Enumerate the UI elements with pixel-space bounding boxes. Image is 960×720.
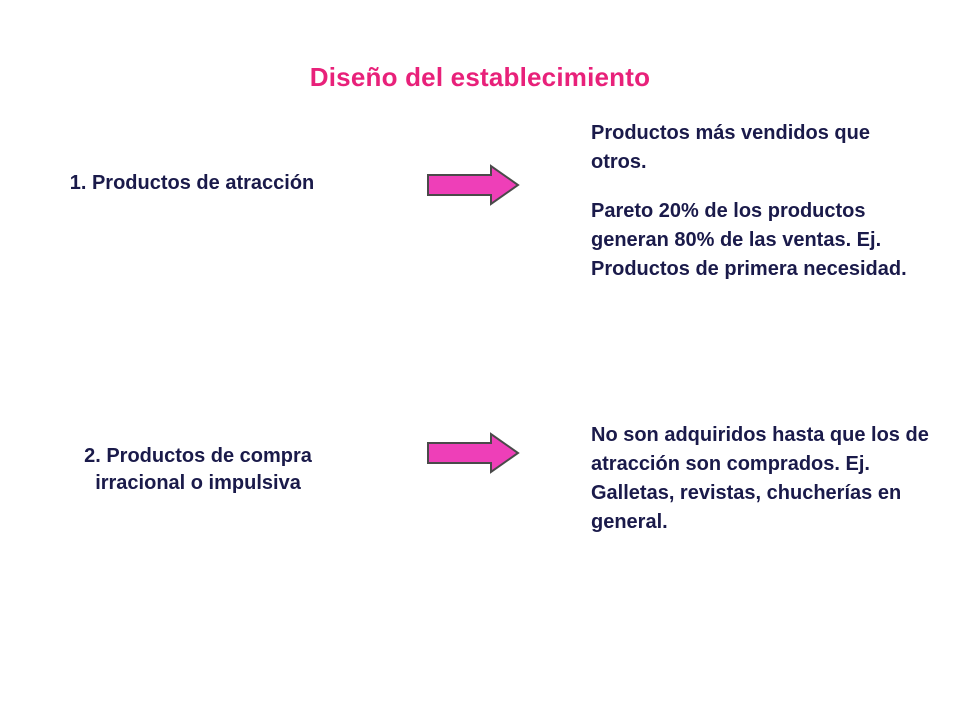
- item-2-description-1: No son adquiridos hasta que los de atrac…: [591, 421, 931, 537]
- item-2-label-line-2: irracional o impulsiva: [95, 472, 301, 494]
- item-1-description-2: Pareto 20% de los productos generan 80% …: [591, 197, 931, 284]
- right-arrow-icon: [427, 164, 520, 206]
- item-1-description-1-text: Productos más vendidos que otros.: [591, 122, 870, 173]
- item-2-label: 2. Productos de compra irracional o impu…: [22, 443, 374, 497]
- item-1-label: 1. Productos de atracción: [69, 172, 315, 194]
- item-2-label-line-1: 2. Productos de compra: [84, 445, 312, 467]
- item-1-description-2-text: Pareto 20% de los productos generan 80% …: [591, 200, 907, 280]
- slide-title: Diseño del establecimiento: [309, 62, 651, 92]
- item-2-description-1-text: No son adquiridos hasta que los de atrac…: [591, 424, 929, 533]
- item-1-description-1: Productos más vendidos que otros.: [591, 119, 931, 177]
- right-arrow-icon: [427, 432, 520, 474]
